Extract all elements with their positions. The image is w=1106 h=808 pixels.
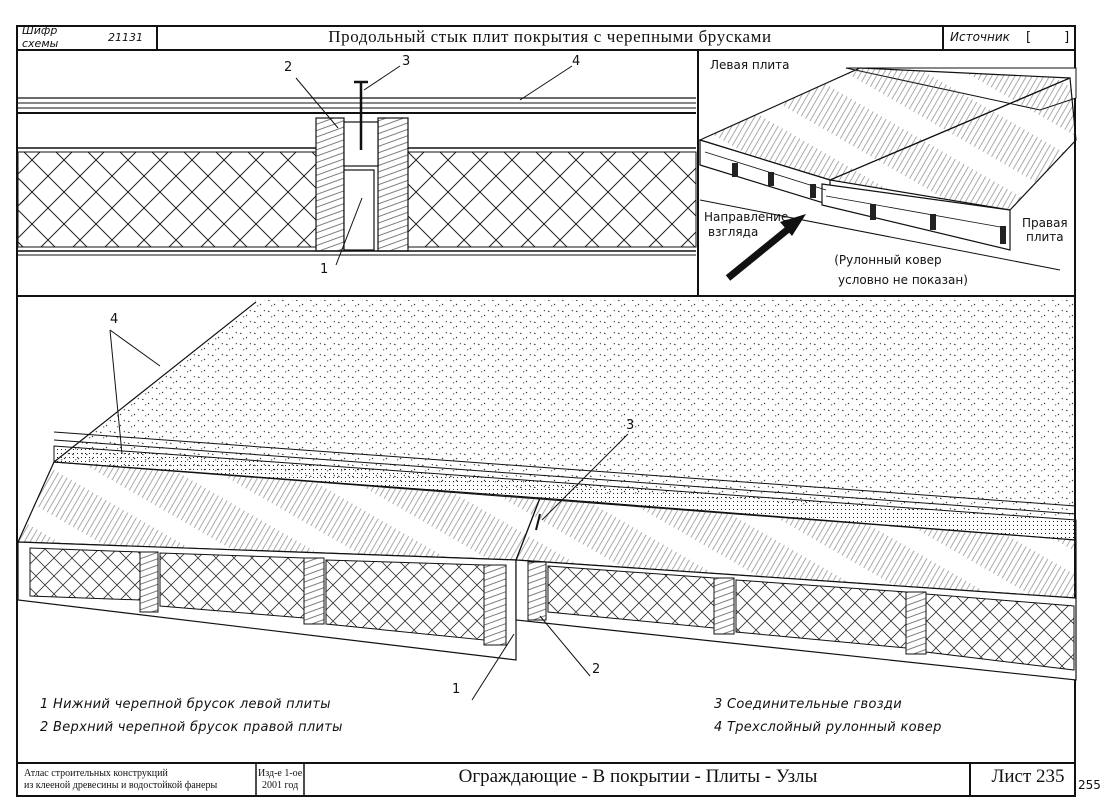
cipher-value: 21131 — [108, 30, 143, 44]
callout-4-main: 4 — [110, 312, 119, 327]
right-plate-label-line1: Правая — [1022, 216, 1068, 230]
right-plate-label: Правая плита — [1022, 216, 1068, 244]
carpet-note: (Рулонный ковер условно не показан) — [808, 250, 968, 290]
main-perspective-view — [17, 300, 1077, 701]
atlas-line1: Атлас строительных конструкций — [24, 768, 168, 779]
carpet-note-line2: условно не показан) — [838, 273, 968, 287]
legend-item-4: 4 Трехслойный рулонный ковер — [714, 720, 942, 735]
edition-line1: Изд-е 1-ое — [258, 768, 303, 779]
view-direction-label: Направление взгляда — [704, 210, 788, 240]
legend-item-1: 1 Нижний черепной брусок левой плиты — [40, 697, 331, 712]
view-direction-line2: взгляда — [708, 225, 759, 239]
drawing-title: Продольный стык плит покрытия с черепным… — [328, 27, 772, 46]
callout-2-top: 2 — [284, 60, 293, 75]
callout-1-top: 1 — [320, 262, 329, 277]
legend-item-3: 3 Соединительные гвозди — [714, 697, 902, 712]
cross-section-detail — [16, 51, 1076, 297]
isometric-view — [698, 67, 1077, 281]
view-direction-line1: Направление — [704, 210, 789, 224]
title-block-footer: Атлас строительных конструкций из клеено… — [16, 762, 1076, 797]
right-plate-label-line2: плита — [1025, 230, 1064, 244]
source-value: [ ] — [1026, 29, 1070, 45]
atlas-info: Атлас строительных конструкций из клеено… — [24, 768, 217, 792]
atlas-line2: из клееной древесины и водостойкой фанер… — [24, 780, 218, 791]
left-plate-label: Левая плита — [710, 58, 790, 72]
cipher-label: Шифр схемы — [22, 24, 59, 50]
page-number: 255 — [1078, 778, 1101, 792]
legend-item-2: 2 Верхний черепной брусок правой плиты — [40, 720, 343, 735]
edition-info: Изд-е 1-ое 2001 год — [258, 768, 302, 792]
sheet-number: Лист 235 — [991, 766, 1065, 787]
callout-2-main: 2 — [592, 662, 601, 677]
carpet-note-line1: (Рулонный ковер — [834, 253, 942, 267]
title-block-header: Шифр схемы 21131 Продольный стык плит по… — [16, 24, 1076, 51]
drawing-category: Ограждающие - В покрытии - Плиты - Узлы — [458, 766, 818, 787]
source-label: Источник — [950, 30, 1010, 44]
header-divider — [942, 25, 944, 49]
callout-4-top: 4 — [572, 54, 581, 69]
header-divider — [156, 25, 158, 49]
callout-3-main: 3 — [626, 418, 635, 433]
callout-3-top: 3 — [402, 54, 411, 69]
edition-line2: 2001 год — [262, 780, 299, 791]
callout-1-main: 1 — [452, 682, 461, 697]
